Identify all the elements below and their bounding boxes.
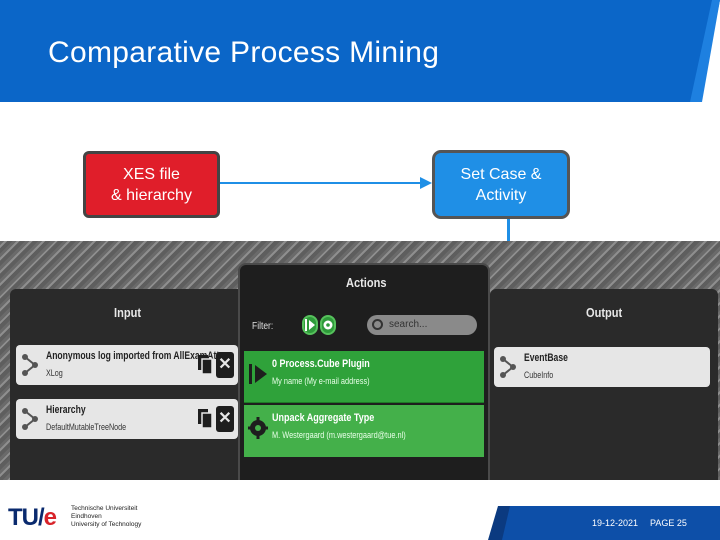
copy-icon[interactable] (198, 409, 213, 429)
output-item-name: EventBase (524, 352, 568, 364)
flow-arrow-head (420, 177, 432, 189)
tree-icon (500, 356, 516, 378)
actions-panel: Actions Filter: search... 0 Process.Cube… (238, 263, 490, 480)
title-banner (0, 0, 720, 102)
filter-label: Filter: (252, 321, 274, 332)
output-item[interactable]: EventBase CubeInfo (494, 347, 710, 387)
input-item-log[interactable]: Anonymous log imported from AllExamAtt..… (16, 345, 238, 385)
connector-line (507, 219, 510, 243)
remove-icon[interactable]: ✕ (216, 352, 234, 378)
filter-gear-button[interactable] (320, 315, 336, 335)
tue-logo-text: Technische Universiteit Eindhoven Univer… (71, 505, 142, 528)
footer-page-number: PAGE 25 (650, 518, 687, 528)
prom-workspace: Input Anonymous log imported from AllExa… (0, 241, 720, 480)
filter-play-button[interactable] (302, 315, 318, 335)
play-icon (305, 319, 315, 331)
case-box-line2: Activity (475, 186, 527, 204)
output-item-type: CubeInfo (524, 370, 554, 380)
tree-icon (22, 354, 38, 376)
footer-date: 19-12-2021 (592, 518, 639, 528)
play-icon (249, 364, 267, 384)
action-author: M. Westergaard (m.westergaard@tue.nl) (272, 430, 406, 440)
action-name: Unpack Aggregate Type (272, 412, 375, 424)
case-box-line1: Set Case & (460, 165, 542, 183)
action-unpack-aggregate-type[interactable]: Unpack Aggregate Type M. Westergaard (m.… (244, 405, 484, 457)
input-item-name: Anonymous log imported from AllExamAtt..… (46, 350, 227, 362)
action-author: My name (My e-mail address) (272, 376, 370, 386)
action-name: 0 Process.Cube Plugin (272, 358, 370, 370)
search-input[interactable]: search... (367, 315, 477, 335)
xes-box-line2: & hierarchy (111, 186, 192, 204)
set-case-activity-box: Set Case & Activity (432, 150, 570, 219)
tue-logo: TU/e Technische Universiteit Eindhoven U… (8, 504, 158, 536)
footer-bar (488, 506, 720, 540)
flow-arrow-line (220, 182, 424, 184)
action-process-cube-plugin[interactable]: 0 Process.Cube Plugin My name (My e-mail… (244, 351, 484, 403)
remove-icon[interactable]: ✕ (216, 406, 234, 432)
tue-logo-mark: TU/e (8, 504, 57, 531)
tree-icon (22, 408, 38, 430)
input-panel-title: Input (114, 305, 142, 320)
input-panel: Input Anonymous log imported from AllExa… (10, 289, 246, 480)
input-item-type: XLog (46, 368, 63, 378)
search-icon (372, 319, 383, 330)
output-panel: Output EventBase CubeInfo (490, 289, 718, 480)
output-panel-title: Output (586, 305, 623, 320)
xes-file-box: XES file & hierarchy (83, 151, 220, 218)
input-item-hierarchy[interactable]: Hierarchy DefaultMutableTreeNode ✕ (16, 399, 238, 439)
search-placeholder: search... (389, 319, 428, 330)
slide-title: Comparative Process Mining (48, 36, 440, 69)
xes-box-line1: XES file (123, 165, 180, 183)
actions-panel-title: Actions (346, 275, 387, 290)
input-item-name: Hierarchy (46, 404, 86, 416)
copy-icon[interactable] (198, 355, 213, 375)
gear-icon (323, 320, 333, 330)
input-item-type: DefaultMutableTreeNode (46, 422, 127, 432)
gear-icon (248, 417, 268, 439)
